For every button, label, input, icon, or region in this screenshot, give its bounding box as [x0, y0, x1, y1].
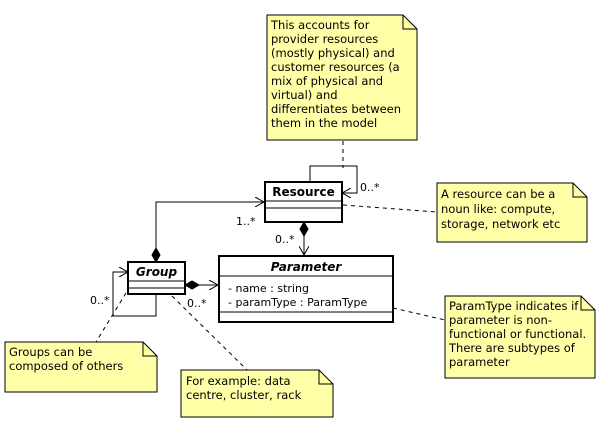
note-line: differentiates between	[271, 102, 401, 116]
class-name: Parameter	[271, 260, 343, 274]
note-line: composed of others	[9, 359, 123, 373]
anchor-noun-note	[342, 204, 438, 213]
multiplicity-group-self: 0..*	[90, 294, 110, 307]
class-box	[127, 261, 186, 295]
note-line: storage, network etc	[441, 217, 560, 231]
note-line: (mostly physical) and	[271, 46, 395, 60]
note-line: A resource can be a	[441, 187, 555, 201]
note-fold	[572, 183, 587, 198]
note-fold	[402, 15, 417, 30]
note-line: provider resources	[271, 32, 378, 46]
class-box	[264, 181, 343, 223]
resource-class[interactable]: Resource	[264, 181, 343, 223]
note-line: There are subtypes of	[448, 341, 576, 355]
class-box	[218, 255, 394, 323]
anchor-example-note	[171, 295, 248, 371]
note-line: customer resources (a	[271, 60, 400, 74]
resource-self-association	[309, 165, 358, 193]
note-line: mix of physical and	[271, 74, 383, 88]
group-class[interactable]: Group	[127, 261, 186, 295]
group-self-association	[112, 272, 157, 317]
note-shape	[4, 341, 158, 393]
noun-note: A resource can be a noun like: compute, …	[436, 182, 588, 243]
note-line: noun like: compute,	[441, 202, 555, 216]
note-shape	[436, 182, 588, 243]
composition-diamond	[183, 280, 201, 290]
note-shape	[266, 14, 418, 141]
note-line: ParamType indicates if	[449, 299, 579, 313]
class-name: Group	[136, 265, 178, 279]
note-fold	[580, 296, 595, 311]
note-line: them in the model	[271, 116, 377, 130]
note-shape	[180, 369, 334, 418]
note-line: parameter	[449, 355, 510, 369]
note-line: centre, cluster, rack	[186, 388, 302, 402]
multiplicity-resource-self: 0..*	[360, 181, 380, 194]
resource-note: This accounts for provider resources (mo…	[266, 14, 418, 141]
note-shape	[444, 295, 596, 379]
note-anchors	[95, 141, 446, 371]
note-line: functional or functional.	[449, 327, 586, 341]
parameter-class[interactable]: Parameter - name : string - paramType : …	[218, 255, 394, 323]
example-note: For example: data centre, cluster, rack	[180, 369, 334, 418]
multiplicity-resource-from-group: 1..*	[236, 215, 256, 228]
composition-diamond	[299, 220, 309, 238]
paramtype-note: ParamType indicates if parameter is non-…	[444, 295, 596, 379]
attribute-paramtype: - paramType : ParamType	[228, 296, 367, 309]
anchor-paramtype-note	[392, 307, 446, 321]
groups-note: Groups can be composed of others	[4, 341, 158, 393]
note-fold	[142, 342, 157, 357]
note-line: This accounts for	[270, 18, 370, 32]
note-line: For example: data	[186, 374, 291, 388]
note-line: Groups can be	[9, 345, 92, 359]
multiplicity-group-to-parameter: 0..*	[187, 297, 207, 310]
note-line: virtual) and	[271, 88, 338, 102]
group-resource-composition	[155, 202, 264, 248]
note-line: parameter is non-	[449, 313, 552, 327]
attribute-name: - name : string	[228, 282, 309, 295]
note-fold	[318, 370, 333, 385]
anchor-groups-note	[95, 292, 127, 343]
composition-diamond	[151, 246, 161, 264]
multiplicity-parameter-from-resource: 0..*	[275, 233, 295, 246]
class-name: Resource	[272, 185, 334, 199]
